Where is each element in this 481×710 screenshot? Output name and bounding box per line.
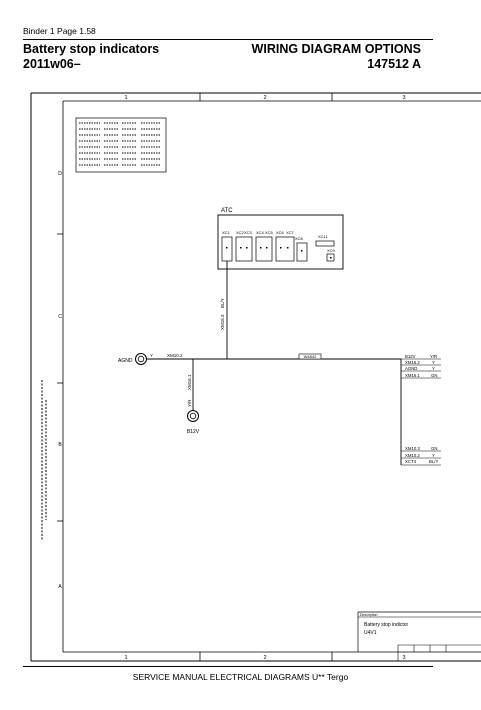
svg-text:XC2: XC2	[236, 230, 245, 235]
title-block: Description Battery stop indictor U4V1	[357, 611, 481, 661]
copyright-notice	[41, 380, 47, 540]
b12v-wire-label: XM16.1	[187, 374, 192, 390]
svg-text:XC5: XC5	[265, 230, 274, 235]
agnd-color: Y	[150, 353, 153, 358]
svg-text:XM16.2: XM16.2	[405, 360, 420, 365]
column-label: 2	[263, 95, 266, 101]
atc-module	[217, 214, 344, 270]
harness-box	[298, 353, 322, 360]
row-label: D	[58, 171, 62, 177]
column-label: 3	[402, 655, 405, 661]
svg-text:BL/Y: BL/Y	[429, 459, 438, 464]
svg-text:XM10.3: XM10.3	[405, 446, 420, 451]
svg-text:Y: Y	[432, 453, 435, 458]
svg-text:XC3: XC3	[244, 230, 253, 235]
svg-text:XC4: XC4	[256, 230, 265, 235]
column-label: 1	[124, 95, 127, 101]
right-connector-block-bottom: XM10.3 GN XM10.2 Y XCT4 BL/Y	[401, 446, 441, 466]
atc-connectors: XC1 XC2 XC3 XC4 XC5 XC6 XC7 XC8 XC9 XC11	[221, 230, 336, 262]
row-label: C	[58, 314, 62, 320]
atc-label: ATC	[221, 208, 233, 214]
harness-label: W4842	[304, 354, 317, 359]
svg-text:XC1: XC1	[222, 230, 231, 235]
footer-rule	[23, 666, 433, 667]
b12v-wire-color: Y/R	[187, 399, 192, 407]
svg-text:XC8: XC8	[295, 236, 304, 241]
row-label: B	[58, 442, 62, 448]
binder-page-label: Binder 1 Page 1.58	[23, 26, 96, 36]
color-code-legend	[75, 117, 167, 173]
title-block-caption: Description	[360, 613, 378, 617]
page-subtitle: 2011w06–	[23, 57, 81, 71]
svg-text:Y: Y	[432, 360, 435, 365]
header-rule	[23, 39, 433, 40]
b12v-label: B12V	[187, 429, 200, 435]
column-label: 3	[402, 95, 405, 101]
svg-text:Y/R: Y/R	[430, 354, 437, 359]
agnd-wire-label: XM10.2	[167, 353, 183, 358]
atc-wire-label: XM16.3	[220, 314, 225, 330]
atc-wire-color: BL/Y	[220, 298, 225, 308]
agnd-label: AGND	[118, 358, 133, 364]
agnd-terminal	[135, 353, 147, 365]
right-connector-block-top: B12V Y/R XM16.2 Y AGND Y XM16.1 GN	[401, 354, 441, 379]
svg-text:B12V: B12V	[405, 354, 416, 359]
section-title: WIRING DIAGRAM OPTIONS	[251, 42, 421, 56]
svg-text:XC11: XC11	[318, 234, 328, 239]
svg-text:GN: GN	[431, 446, 437, 451]
page-footer: SERVICE MANUAL ELECTRICAL DIAGRAMS U** T…	[132, 672, 349, 682]
page-title: Battery stop indicators	[23, 42, 160, 56]
svg-text:XC9: XC9	[327, 248, 336, 253]
b12v-terminal	[187, 410, 199, 422]
svg-text:Y: Y	[432, 366, 435, 371]
title-block-line1: Battery stop indictor	[364, 622, 409, 628]
svg-text:XM10.2: XM10.2	[405, 453, 420, 458]
document-number: 147512 A	[367, 57, 421, 71]
column-label: 1	[124, 655, 127, 661]
svg-text:XC6: XC6	[276, 230, 285, 235]
column-label: 2	[263, 655, 266, 661]
svg-text:XC7: XC7	[286, 230, 295, 235]
svg-text:AGND: AGND	[405, 366, 417, 371]
title-block-line2: U4V1	[364, 630, 377, 636]
svg-text:XCT4: XCT4	[405, 459, 417, 464]
svg-text:GN: GN	[431, 373, 437, 378]
svg-text:XM16.1: XM16.1	[405, 373, 420, 378]
row-label: A	[58, 584, 62, 590]
